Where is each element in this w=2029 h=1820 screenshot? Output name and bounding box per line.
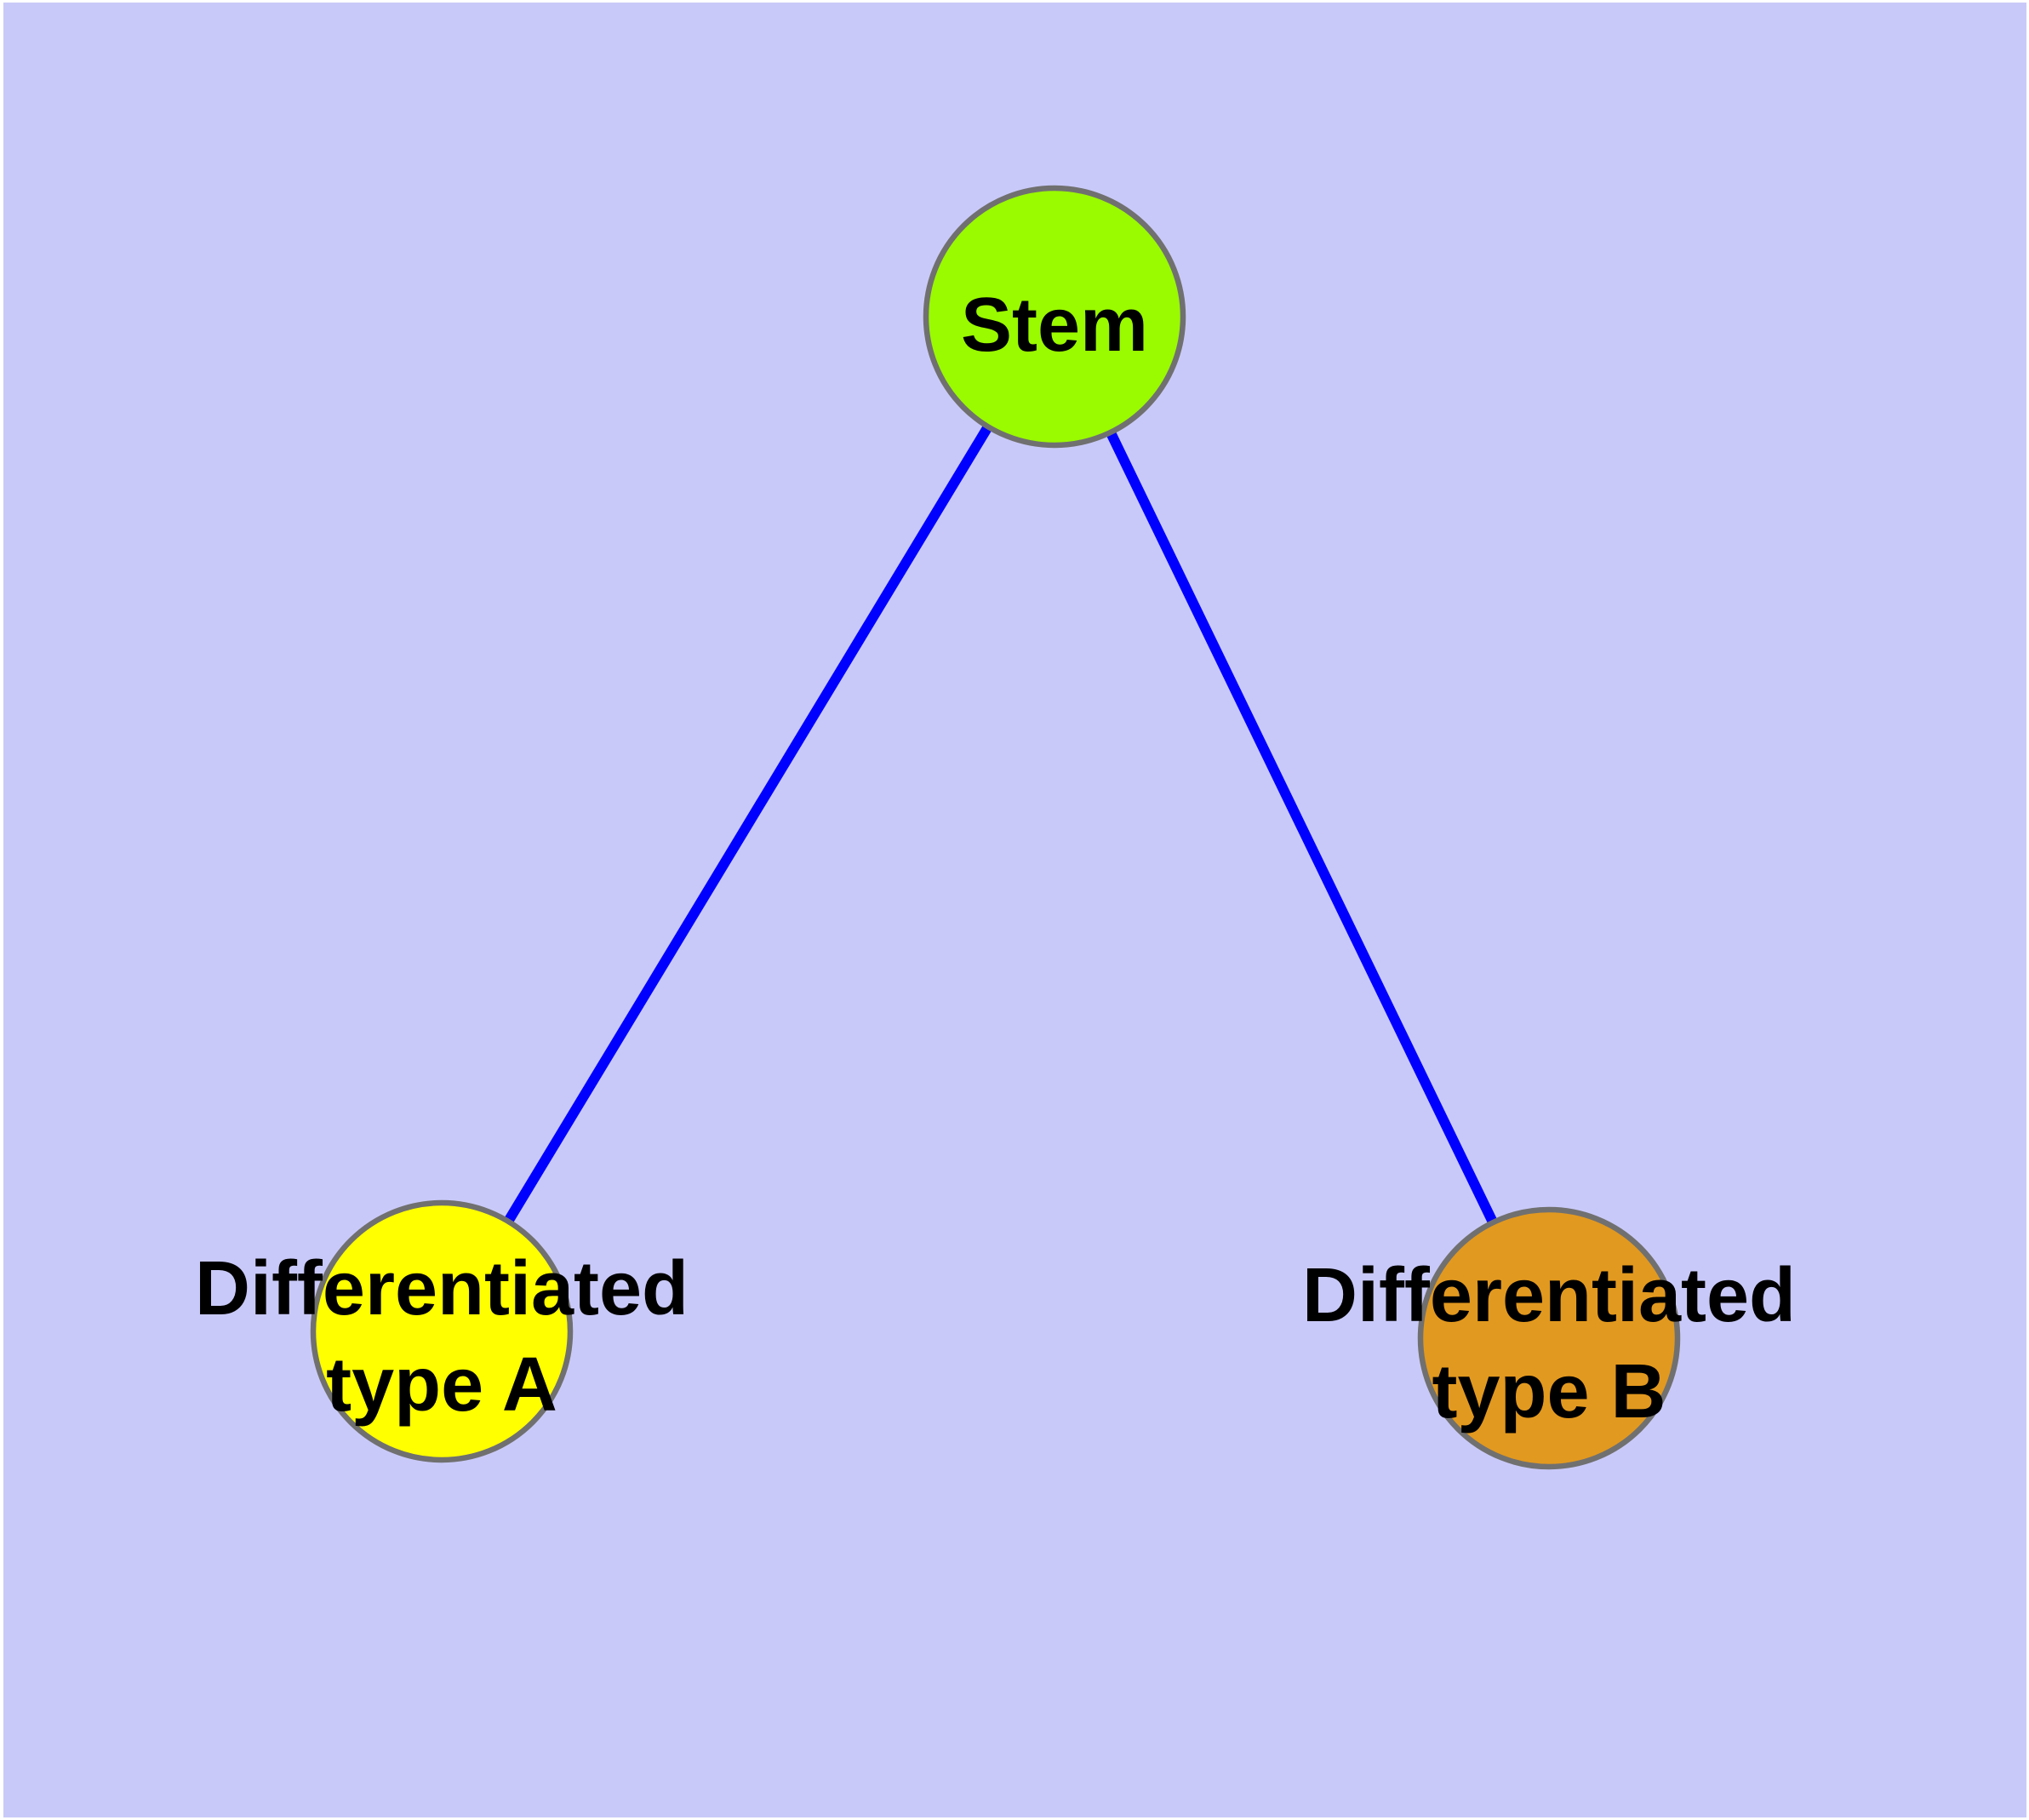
edge-stem-to-differentiated-type-b: [1049, 314, 1554, 1341]
nodes-layer: [310, 185, 1681, 1470]
edges-layer: [437, 313, 1554, 1341]
edge-stem-to-differentiated-type-a: [437, 313, 1060, 1335]
node-label-differentiated-type-a-line-1: Differentiated: [195, 1246, 689, 1331]
node-label-differentiated-type-b-line-1: Differentiated: [1302, 1253, 1796, 1338]
node-label-differentiated-type-a-line-2: type A: [326, 1342, 557, 1428]
node-label-differentiated-type-b-line-2: type B: [1432, 1349, 1666, 1434]
node-differentiated-type-a: [310, 1199, 574, 1463]
node-label-stem-line-1: Stem: [961, 283, 1148, 368]
node-differentiated-type-b: [1417, 1206, 1681, 1470]
node-stem: [923, 185, 1186, 449]
